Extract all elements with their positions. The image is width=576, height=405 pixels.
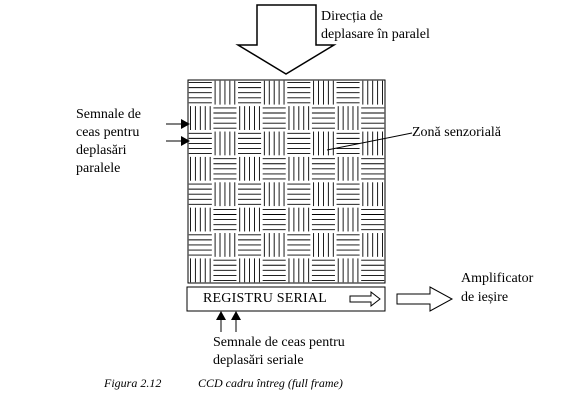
sensor-zone-label: Zonă senzorială (412, 125, 502, 140)
sensor-cell (362, 182, 383, 207)
sensor-grid (187, 79, 386, 284)
sensor-cell (336, 132, 360, 155)
parallel-clock-arrows (166, 119, 190, 146)
sensor-cell (190, 106, 211, 130)
sensor-cell (337, 156, 359, 181)
sensor-cell (263, 131, 285, 156)
sensor-cell (238, 183, 262, 205)
sensor-cell (288, 258, 310, 283)
sensor-cell (336, 234, 360, 256)
sensor-cell (213, 259, 237, 281)
sensor-cell (190, 156, 211, 181)
figure-number: Figura 2.12 (104, 376, 162, 390)
sensor-cell (238, 234, 262, 256)
sensor-cell (188, 183, 212, 205)
sensor-cell (288, 207, 310, 232)
sensor-cell (287, 82, 311, 104)
sensor-cell (239, 258, 260, 283)
figure-title: CCD cadru întreg (full frame) (198, 376, 343, 390)
sensor-cell (190, 258, 211, 283)
sensor-cell (311, 259, 335, 281)
sensor-cell (188, 234, 212, 256)
sensor-cell (288, 156, 310, 181)
direction-label-line1: Direcția de (321, 9, 383, 24)
sensor-cell (263, 182, 285, 207)
parallel-clock-label-line3: deplasări (76, 143, 127, 158)
sensor-cell (239, 207, 260, 232)
parallel-clock-label-line4: paralele (76, 161, 121, 176)
sensor-cell (239, 156, 260, 181)
amplifier-label-line2: de ieșire (461, 290, 509, 305)
sensor-cell (239, 106, 260, 130)
sensor-cell (337, 258, 359, 283)
sensor-cell (190, 207, 211, 232)
sensor-cell (337, 207, 359, 232)
sensor-cell (263, 80, 285, 105)
sensor-cell (213, 107, 237, 129)
register-shift-arrow (349, 290, 381, 308)
direction-label-line2: deplasare în paralel (321, 27, 430, 42)
sensor-cell (362, 80, 383, 105)
sensor-cell (311, 107, 335, 129)
serial-clock-label-line2: deplasări seriale (213, 353, 304, 368)
sensor-cell (213, 158, 237, 180)
sensor-cell (362, 131, 383, 156)
parallel-direction-arrow (235, 4, 337, 75)
sensor-cell (262, 158, 286, 180)
sensor-zone-leader (326, 132, 413, 151)
sensor-cell (262, 208, 286, 231)
sensor-grid-border (187, 79, 386, 284)
sensor-cell (336, 82, 360, 104)
sensor-cell (287, 183, 311, 205)
sensor-cell (313, 182, 334, 207)
sensor-cell (287, 234, 311, 256)
sensor-cell (288, 106, 310, 130)
sensor-cell (214, 131, 236, 156)
sensor-cell (262, 107, 286, 129)
output-amplifier-arrow (396, 286, 454, 312)
sensor-cell (311, 158, 335, 180)
sensor-cell (188, 132, 212, 155)
sensor-cell (214, 182, 236, 207)
parallel-clock-label-line1: Semnale de (76, 107, 141, 122)
sensor-cell (361, 208, 385, 231)
sensor-cell (311, 208, 335, 231)
sensor-cell (313, 80, 334, 105)
sensor-cell (238, 132, 262, 155)
sensor-cell (362, 233, 383, 257)
sensor-cell (213, 208, 237, 231)
sensor-cell (214, 233, 236, 257)
sensor-cell (313, 233, 334, 257)
sensor-cell (188, 82, 212, 104)
sensor-cell (262, 259, 286, 281)
serial-register-label: REGISTRU SERIAL (203, 291, 327, 306)
sensor-cell (361, 158, 385, 180)
serial-clock-arrows (216, 311, 241, 332)
sensor-cell (214, 80, 236, 105)
parallel-clock-label-line2: ceas pentru (76, 125, 140, 140)
sensor-cell (361, 259, 385, 281)
sensor-cell (263, 233, 285, 257)
sensor-cell (337, 106, 359, 130)
sensor-cell (313, 131, 334, 156)
sensor-cell (361, 107, 385, 129)
sensor-cell (238, 82, 262, 104)
sensor-cell (336, 183, 360, 205)
amplifier-label-line1: Amplificator (461, 271, 534, 286)
sensor-cell (287, 132, 311, 155)
serial-clock-label-line1: Semnale de ceas pentru (213, 335, 345, 350)
